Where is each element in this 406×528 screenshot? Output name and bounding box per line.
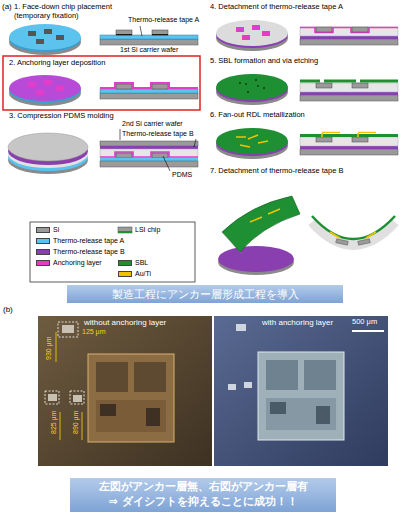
dimension: 125 μm	[82, 328, 106, 336]
legend-text: Au/Ti	[135, 270, 151, 278]
layer-label: Thermo-release tape B	[122, 130, 194, 138]
layer-label: 1st Si carrier wafer	[120, 46, 178, 54]
dimension: 825 μm	[50, 410, 58, 434]
step1-figure	[9, 24, 198, 55]
step7-figure	[218, 196, 395, 275]
micrograph-with	[214, 316, 388, 466]
legend-swatch	[36, 249, 50, 255]
scale-label: 500 μm	[352, 318, 377, 327]
legend-text: Thermo-release tape A	[53, 237, 124, 245]
legend-swatch	[118, 271, 132, 277]
legend-text: Si	[53, 226, 59, 234]
panel-letter: (a)	[2, 2, 12, 11]
panel-letter: (b)	[3, 305, 13, 314]
photo-caption: with anchoring layer	[262, 318, 333, 327]
legend-text: LSI chip	[135, 226, 160, 234]
step-title: 2. Anchoring layer deposition	[9, 59, 105, 68]
conclusion-banner: 左図がアンカー層無、右図がアンカー層有⇒ ダイシフトを抑えることに成功！！	[70, 478, 336, 512]
legend-text: SBL	[135, 259, 148, 267]
step5-figure	[216, 74, 398, 105]
highlight-banner: 製造工程にアンカー層形成工程を導入	[67, 285, 343, 303]
dimension: 930 μm	[45, 336, 53, 360]
layer-label: Thermo-release tape A	[128, 16, 199, 24]
legend-text: Anchoring layer	[53, 259, 102, 267]
legend-swatch	[36, 227, 50, 233]
step2-figure	[3, 56, 200, 110]
step6-figure	[216, 128, 398, 159]
step-title: 7. Detachment of thermo-release tape B	[210, 167, 343, 176]
banner-text: 左図がアンカー層無、右図がアンカー層有	[80, 480, 326, 495]
layer-label: 2nd Si carrier wafer	[122, 120, 183, 128]
legend-swatch	[36, 238, 50, 244]
layer-label: PDMS	[172, 171, 192, 179]
dimension: 890 μm	[72, 410, 80, 434]
legend-swatch	[36, 260, 50, 266]
micrograph-without	[38, 316, 212, 466]
banner-text: ⇒ ダイシフトを抑えることに成功！！	[80, 495, 326, 510]
step-title: 1. Face-down chip placement (temporary f…	[14, 3, 136, 20]
step-title: 3. Compression PDMS molding	[9, 112, 114, 121]
step-title: 5. SBL formation and via etching	[210, 57, 318, 66]
banner-text: 製造工程にアンカー層形成工程を導入	[77, 287, 333, 301]
photo-caption: without anchoring layer	[84, 318, 166, 327]
step-title: 4. Detachment of thermo-release tape A	[210, 3, 343, 12]
step4-figure	[216, 20, 398, 51]
legend-frame	[30, 222, 195, 282]
step3-figure	[8, 129, 198, 174]
step-title: 6. Fan-out RDL metallization	[210, 111, 305, 120]
legend-swatch	[118, 260, 132, 266]
legend-text: Thermo-release tape B	[53, 248, 125, 256]
